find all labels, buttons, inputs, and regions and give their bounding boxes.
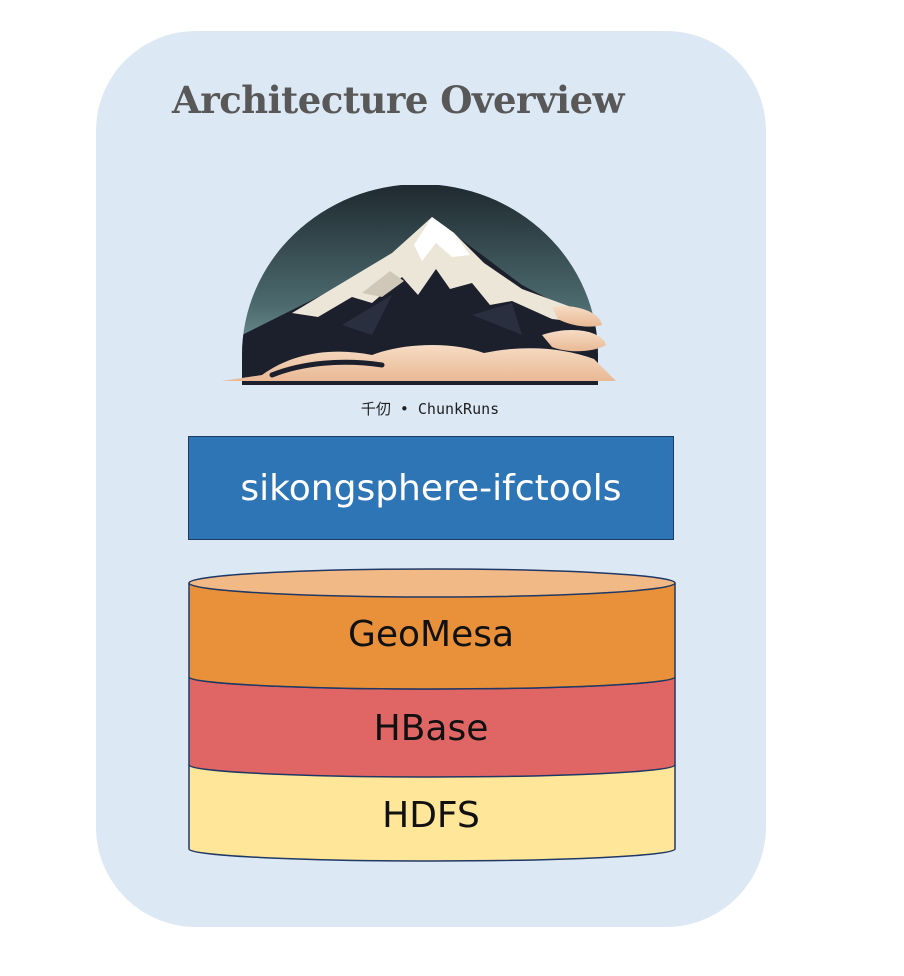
- storage-cylinder: [188, 568, 676, 862]
- logo-caption: 千仞 • ChunkRuns: [360, 400, 500, 418]
- hdfs-label: HDFS: [382, 795, 480, 836]
- application-layer-box: sikongsphere-ifctools: [188, 436, 674, 540]
- hbase-label: HBase: [373, 708, 489, 749]
- diagram-title: Architecture Overview: [172, 78, 624, 122]
- cylinder-top: [188, 568, 676, 598]
- hdfs-layer: [188, 764, 676, 862]
- geomesa-label: GeoMesa: [347, 614, 515, 655]
- snow-mountain-logo-icon: [222, 185, 616, 385]
